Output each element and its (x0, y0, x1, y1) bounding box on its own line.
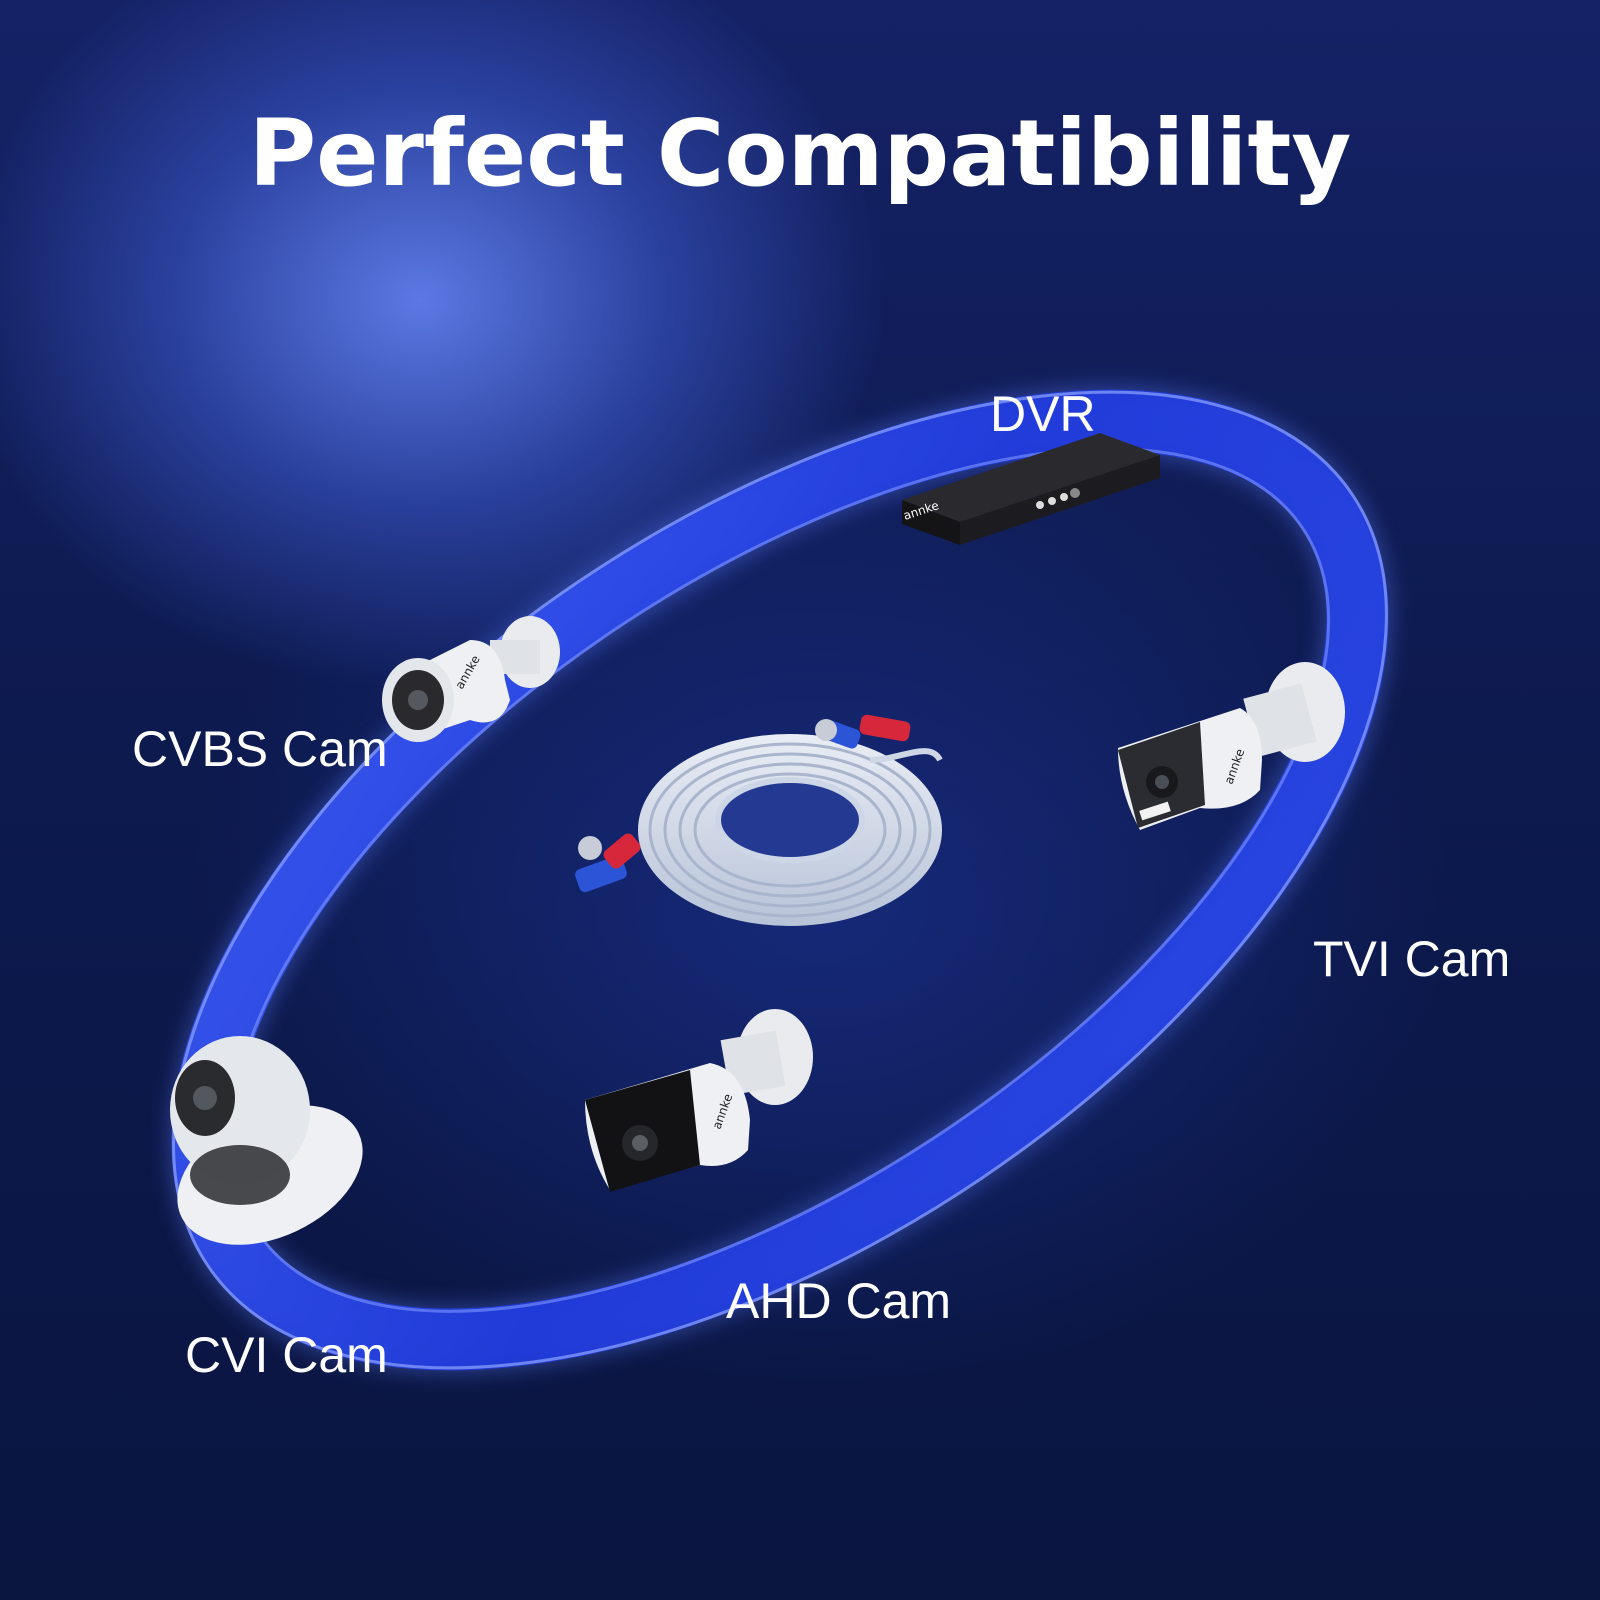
label-dvr: DVR (990, 386, 1096, 442)
tvi-camera-icon: annke (1118, 662, 1345, 830)
cvi-camera-icon (170, 1036, 363, 1245)
ahd-camera-icon: annke (585, 1009, 813, 1192)
label-cvi-cam: CVI Cam (185, 1327, 388, 1383)
label-ahd-cam: AHD Cam (726, 1273, 952, 1329)
bnc-cable-coil-icon (575, 714, 943, 926)
page-title: Perfect Compatibility (248, 100, 1352, 207)
label-cvbs-cam: CVBS Cam (132, 721, 388, 777)
dvr-recorder-icon: annke (902, 433, 1160, 545)
label-tvi-cam: TVI Cam (1313, 931, 1511, 987)
cvbs-camera-icon: annke (382, 616, 560, 742)
